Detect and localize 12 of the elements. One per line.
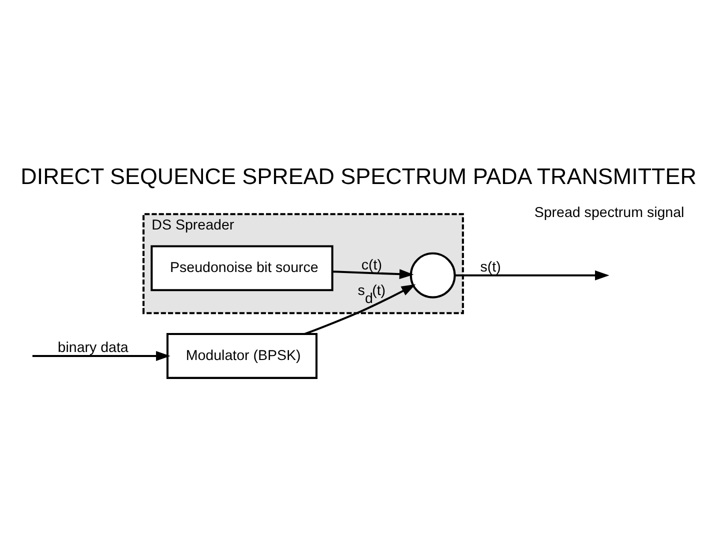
arrow: [304, 284, 416, 335]
node-box: Pseudonoise bit source: [150, 245, 334, 292]
edge-label: s(t): [480, 259, 501, 276]
arrow: [332, 269, 414, 280]
node-box: Modulator (BPSK): [166, 333, 318, 379]
diagram-title: DIRECT SEQUENCE SPREAD SPECTRUM PADA TRANSMITTER: [20, 164, 696, 190]
arrow: [455, 270, 610, 280]
arrow: [32, 350, 170, 361]
node-circle: [410, 252, 456, 298]
edge-label: binary data: [58, 340, 128, 356]
label: Spread spectrum signal: [534, 204, 684, 221]
edge-label: c(t): [361, 257, 382, 274]
